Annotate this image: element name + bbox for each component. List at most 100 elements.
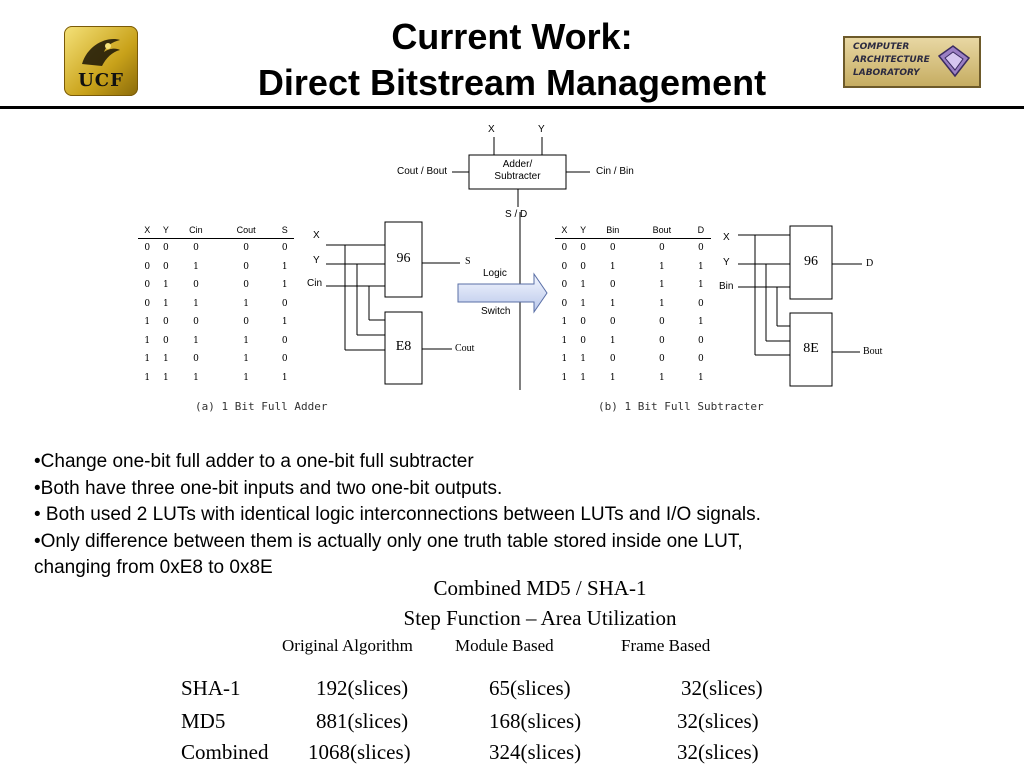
table-cell: 1 xyxy=(193,261,199,272)
table-cell: 0 xyxy=(281,243,288,254)
box-label-line1: Adder/ xyxy=(502,159,533,170)
table-cell: 1 xyxy=(697,372,704,383)
table-cell: 0 xyxy=(162,317,169,328)
adder-header-cell: Cin xyxy=(175,222,217,239)
logo-text: UCF xyxy=(78,70,124,91)
title-line-1: Current Work: xyxy=(391,16,633,57)
table-cell: 1 xyxy=(609,372,616,383)
switch-label-switch: Switch xyxy=(481,306,511,317)
block-input-x: X xyxy=(488,124,495,135)
table-cell: 1 xyxy=(162,298,169,309)
table-cell: 0 xyxy=(144,261,151,272)
table-cell: 1 xyxy=(144,372,151,383)
bullet-item: changing from 0xE8 to 0x8E xyxy=(34,557,273,578)
table-cell: 0 xyxy=(144,280,151,291)
table-cell: 0 xyxy=(609,317,616,328)
cell-combined-original: 1068(slices) xyxy=(308,740,411,764)
table-cell: 0 xyxy=(580,335,586,346)
table-cell: 1 xyxy=(144,354,151,365)
adder-output-s: S xyxy=(465,256,471,267)
adder-header-cell: S xyxy=(275,222,294,239)
lab-logo: COMPUTER ARCHITECTURE LABORATORY xyxy=(843,36,981,88)
table-cell: 0 xyxy=(609,354,616,365)
bullet-item: •Both have three one-bit inputs and two … xyxy=(34,477,503,499)
row-name-md5: MD5 xyxy=(181,709,226,733)
lab-logo-text: COMPUTER ARCHITECTURE LABORATORY xyxy=(853,41,930,80)
bullet-item: • Both used 2 LUTs with identical logic … xyxy=(34,504,761,525)
sub-lut1: 96 xyxy=(804,254,818,269)
chip-icon xyxy=(937,45,971,78)
pegasus-icon xyxy=(82,39,120,66)
table-cell: 0 xyxy=(658,335,665,346)
bullet-list: •Change one-bit full adder to a one-bit … xyxy=(34,449,974,582)
table-cell: 0 xyxy=(193,280,199,291)
table-cell: 0 xyxy=(193,243,199,254)
adder-input-cin: Cin xyxy=(307,278,323,289)
lab-logo-line: COMPUTER xyxy=(853,42,910,52)
table-cell: 0 xyxy=(281,335,288,346)
table-cell: 1 xyxy=(609,335,616,346)
table-cell: 0 xyxy=(281,354,288,365)
table-cell: 0 xyxy=(580,317,586,328)
table-cell: 1 xyxy=(281,280,288,291)
table-cell: 1 xyxy=(658,298,665,309)
adder-header-cell: Y xyxy=(156,222,176,239)
adder-caption: (a) 1 Bit Full Adder xyxy=(195,400,328,413)
table-cell: 1 xyxy=(658,261,665,272)
switch-label-logic: Logic xyxy=(483,268,507,279)
table-cell: 0 xyxy=(697,354,704,365)
adder-lut2: E8 xyxy=(395,339,412,354)
page-title: Current Work: Direct Bitstream Managemen… xyxy=(0,14,1024,106)
table-cell: 0 xyxy=(193,354,199,365)
sub-output-bout: Bout xyxy=(863,346,883,357)
table-cell: 1 xyxy=(658,372,665,383)
subtracter-header-cell: Y xyxy=(573,222,593,239)
sub-output-d: D xyxy=(866,258,874,269)
title-line-2: Direct Bitstream Management xyxy=(257,62,767,103)
sub-input-bin: Bin xyxy=(719,281,734,292)
table-cell: 1 xyxy=(162,280,169,291)
table-cell: 1 xyxy=(561,335,568,346)
table-cell: 0 xyxy=(697,335,704,346)
table-cell: 1 xyxy=(243,372,249,383)
table-cell: 1 xyxy=(561,354,568,365)
table-row: 1 0 1 0 0 xyxy=(555,332,711,351)
table-cell: 1 xyxy=(697,280,704,291)
table-cell: 0 xyxy=(609,280,616,291)
cell-md5-module: 168(slices) xyxy=(489,709,582,733)
table-cell: 0 xyxy=(243,261,249,272)
table-cell: 0 xyxy=(561,261,568,272)
bullet-item: •Change one-bit full adder to a one-bit … xyxy=(34,451,474,472)
table-cell: 1 xyxy=(697,261,704,272)
subtracter-caption: (b) 1 Bit Full Subtracter xyxy=(598,400,764,413)
ucf-logo: UCF xyxy=(64,26,138,96)
adder-header-cell: X xyxy=(138,222,157,239)
cell-md5-original: 881(slices) xyxy=(316,709,409,733)
subtracter-header-cell: X xyxy=(555,222,574,239)
subtracter-header-cell: Bout xyxy=(633,222,691,239)
table-cell: 1 xyxy=(243,298,249,309)
table-cell: 1 xyxy=(162,354,169,365)
table-cell: 1 xyxy=(609,261,616,272)
table-cell: 1 xyxy=(281,317,288,328)
cell-md5-frame: 32(slices) xyxy=(677,709,759,733)
table-cell: 0 xyxy=(658,354,665,365)
cell-combined-module: 324(slices) xyxy=(489,740,582,764)
table-cell: 1 xyxy=(243,335,249,346)
table-cell: 0 xyxy=(658,317,665,328)
table-cell: 1 xyxy=(193,298,199,309)
cell-sha1-original: 192(slices) xyxy=(316,676,409,700)
block-bottom-output: S / D xyxy=(505,209,528,220)
block-left-output: Cout / Bout xyxy=(397,166,448,177)
col-header-original: Original Algorithm xyxy=(282,636,413,655)
util-table-title: Combined MD5 / SHA-1 xyxy=(433,576,647,600)
